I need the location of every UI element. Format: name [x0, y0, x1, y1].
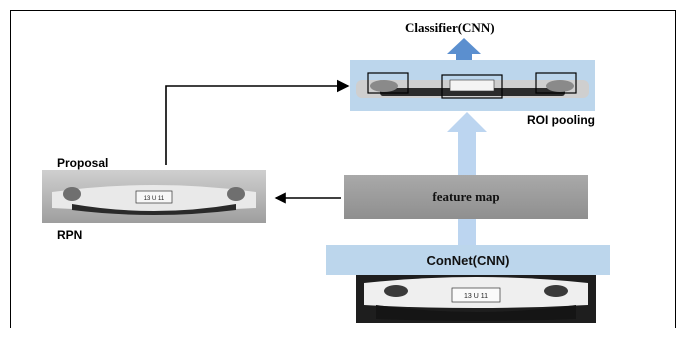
svg-text:13 U 11: 13 U 11	[464, 293, 488, 300]
proposal-to-roi-arrow	[165, 79, 350, 165]
rpn-label: RPN	[57, 228, 83, 242]
roi-box-left	[367, 72, 409, 94]
feature-map-label: feature map	[432, 189, 500, 204]
roi-box-center	[441, 74, 503, 99]
convnet-label: ConNet(CNN)	[426, 252, 510, 268]
feature-map-box: feature map	[344, 175, 588, 219]
proposal-label: Proposal	[57, 156, 109, 170]
rpn-car-image: 13 U 11	[42, 170, 266, 223]
rpn-car-illustration: 13 U 11	[52, 185, 256, 215]
convnet-box: ConNet(CNN)	[326, 245, 610, 275]
classifier-title: Classifier(CNN)	[405, 20, 495, 35]
svg-text:13 U 11: 13 U 11	[144, 196, 165, 202]
roi-box-right	[535, 72, 577, 94]
input-car-illustration: 13 U 11	[356, 275, 596, 323]
roi-to-classifier-arrow	[447, 38, 481, 78]
roi-pooling-box	[350, 60, 595, 111]
figure-frame	[10, 10, 676, 328]
input-car-photo: 13 U 11	[356, 275, 596, 323]
roi-car-strip	[356, 72, 589, 99]
roi-pooling-label: ROI pooling	[527, 113, 595, 127]
